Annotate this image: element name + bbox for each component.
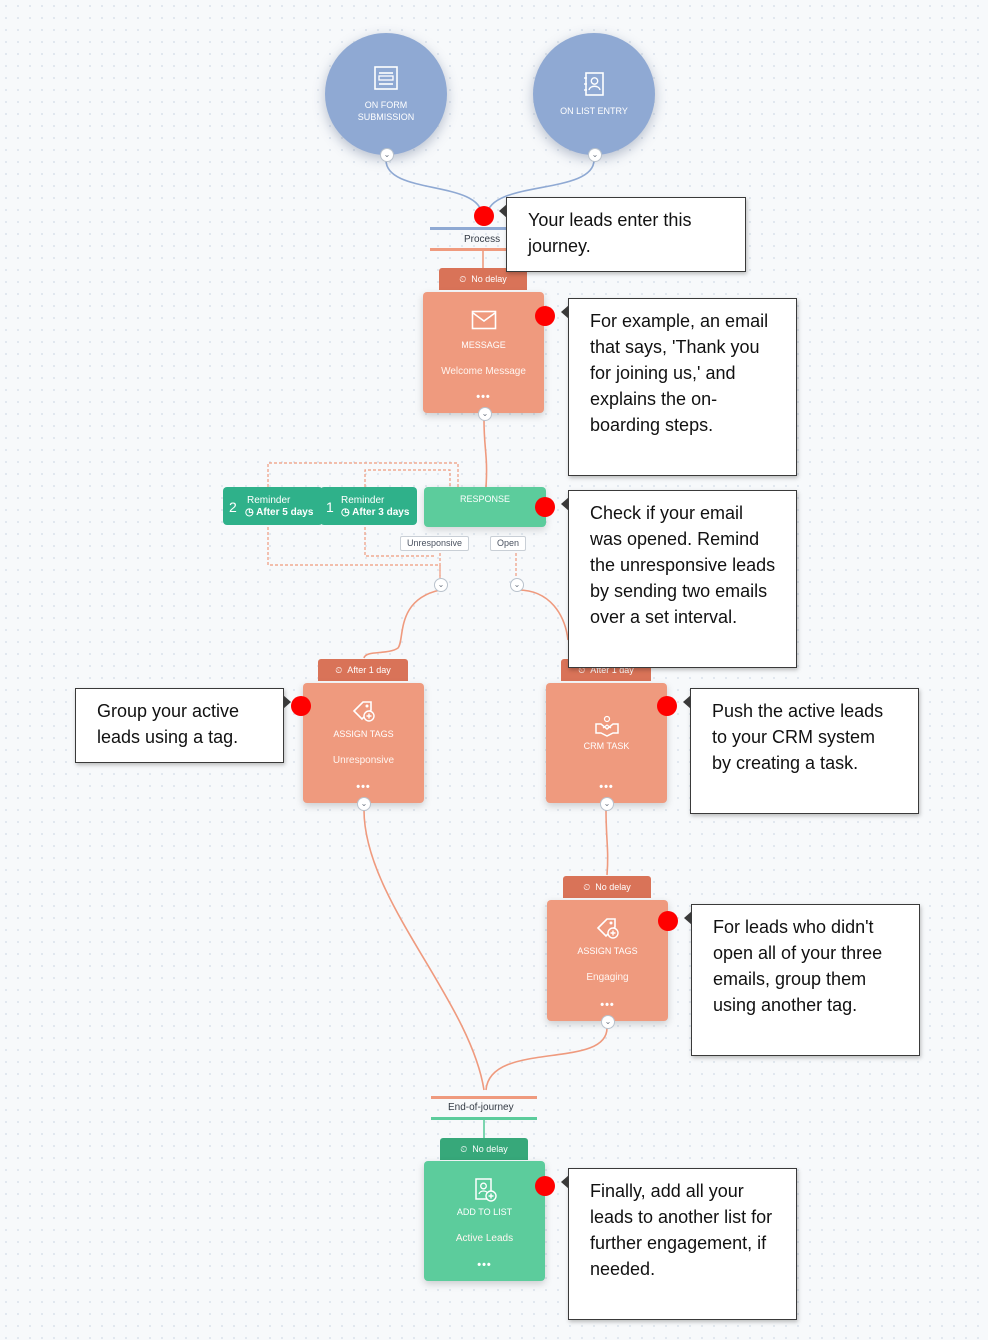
branch-open[interactable]: Open — [490, 536, 527, 551]
marker-enter — [474, 206, 494, 226]
marker-engaging — [658, 911, 678, 931]
delay-tab-unresponsive[interactable]: ⏲ After 1 day — [318, 659, 408, 681]
tag-icon — [352, 701, 375, 722]
clock-icon: ◷ — [341, 507, 353, 518]
callout-crm: Push the active leads to your CRM system… — [683, 688, 919, 814]
chevron-down-icon[interactable]: ⌄ — [510, 578, 524, 592]
process-bar-top — [430, 227, 538, 230]
chevron-down-icon[interactable]: ⌄ — [600, 797, 614, 811]
marker-message — [535, 306, 555, 326]
branch-unresponsive[interactable]: Unresponsive — [400, 536, 470, 551]
contact-book-icon — [584, 72, 604, 96]
node-title: RESPONSE — [459, 494, 510, 504]
reminder-label: Reminder — [247, 495, 291, 506]
reminder-delay: ◷ After 5 days — [245, 507, 313, 518]
delay-label: After 1 day — [590, 665, 634, 675]
delay-label: No delay — [472, 1144, 508, 1154]
clock-icon: ⏲ — [583, 881, 591, 892]
trigger-label: ON LIST ENTRY — [560, 106, 628, 116]
node-title: ADD TO LIST — [456, 1207, 513, 1217]
node-title: CRM TASK — [583, 741, 630, 751]
callout-message: For example, an email that says, 'Thank … — [561, 298, 797, 476]
node-title: ASSIGN TAGS — [577, 946, 638, 956]
marker-final — [535, 1176, 555, 1196]
marker-response — [535, 497, 555, 517]
clock-icon: ⏲ — [459, 273, 467, 284]
reminder-label: Reminder — [341, 495, 385, 506]
node-subtitle: Welcome Message — [441, 366, 526, 377]
more-options-icon[interactable]: ••• — [356, 781, 371, 793]
delay-label: After 1 day — [347, 665, 391, 675]
clock-icon: ◷ — [245, 507, 257, 518]
message-node[interactable]: MESSAGE Welcome Message ••• — [423, 292, 544, 413]
trigger-form-submission[interactable]: ON FORM SUBMISSION — [325, 33, 447, 155]
node-subtitle: Unresponsive — [332, 755, 395, 766]
process-label: Process — [464, 234, 501, 245]
more-options-icon[interactable]: ••• — [477, 1259, 492, 1271]
add-to-list-node[interactable]: ADD TO LIST Active Leads ••• — [424, 1161, 545, 1281]
handshake-icon — [594, 715, 619, 737]
trigger-label: ON FORM SUBMISSION — [357, 100, 415, 122]
more-options-icon[interactable]: ••• — [600, 999, 615, 1011]
callout-enter: Your leads enter this journey. — [499, 197, 746, 272]
delay-tab-engaging[interactable]: ⏲ No delay — [563, 876, 651, 898]
assign-tags-unresponsive-node[interactable]: ASSIGN TAGS Unresponsive ••• — [303, 683, 424, 803]
chevron-down-icon[interactable]: ⌄ — [380, 148, 394, 162]
reminder-number: 2 — [229, 499, 237, 515]
reminder-2[interactable]: 2 Reminder ◷ After 5 days — [223, 487, 323, 525]
more-options-icon[interactable]: ••• — [476, 391, 491, 403]
end-label: End-of-journey — [448, 1102, 514, 1113]
assign-tags-engaging-node[interactable]: ASSIGN TAGS Engaging ••• — [547, 900, 668, 1021]
more-options-icon[interactable]: ••• — [599, 781, 614, 793]
delay-tab-message[interactable]: ⏲ No delay — [439, 268, 527, 290]
callout-group: Group your active leads using a tag. — [75, 688, 291, 763]
process-bar-bottom — [430, 248, 538, 251]
marker-crm — [657, 696, 677, 716]
form-icon — [374, 66, 398, 90]
reminder-delay-text: After 5 days — [256, 507, 314, 518]
clock-icon: ⏲ — [460, 1143, 468, 1154]
tag-icon — [596, 918, 619, 939]
chevron-down-icon[interactable]: ⌄ — [588, 148, 602, 162]
end-bar-top — [431, 1096, 537, 1099]
reminder-number: 1 — [326, 499, 334, 515]
crm-task-node[interactable]: CRM TASK ••• — [546, 683, 667, 803]
callout-final: Finally, add all your leads to another l… — [561, 1168, 797, 1320]
chevron-down-icon[interactable]: ⌄ — [601, 1015, 615, 1029]
clock-icon: ⏲ — [335, 664, 343, 675]
delay-tab-addlist[interactable]: ⏲ No delay — [440, 1138, 528, 1160]
node-subtitle: Engaging — [586, 972, 629, 983]
chevron-down-icon[interactable]: ⌄ — [434, 578, 448, 592]
envelope-icon — [471, 310, 496, 330]
trigger-list-entry[interactable]: ON LIST ENTRY — [533, 33, 655, 155]
add-list-icon — [474, 1178, 497, 1202]
response-node[interactable]: RESPONSE — [424, 487, 546, 527]
node-title: ASSIGN TAGS — [333, 729, 394, 739]
delay-label: No delay — [471, 274, 507, 284]
end-bar-bottom — [431, 1117, 537, 1120]
marker-group — [291, 696, 311, 716]
callout-engaging: For leads who didn't open all of your th… — [684, 904, 920, 1056]
callout-response: Check if your email was opened. Remind t… — [561, 490, 797, 668]
reminder-1[interactable]: 1 Reminder ◷ After 3 days — [320, 487, 417, 525]
clock-icon: ⏲ — [578, 664, 586, 675]
node-subtitle: Active Leads — [455, 1233, 514, 1244]
reminder-delay: ◷ After 3 days — [341, 507, 409, 518]
node-title: MESSAGE — [461, 340, 506, 350]
reminder-delay-text: After 3 days — [352, 507, 410, 518]
delay-label: No delay — [595, 882, 631, 892]
chevron-down-icon[interactable]: ⌄ — [357, 797, 371, 811]
chevron-down-icon[interactable]: ⌄ — [478, 407, 492, 421]
